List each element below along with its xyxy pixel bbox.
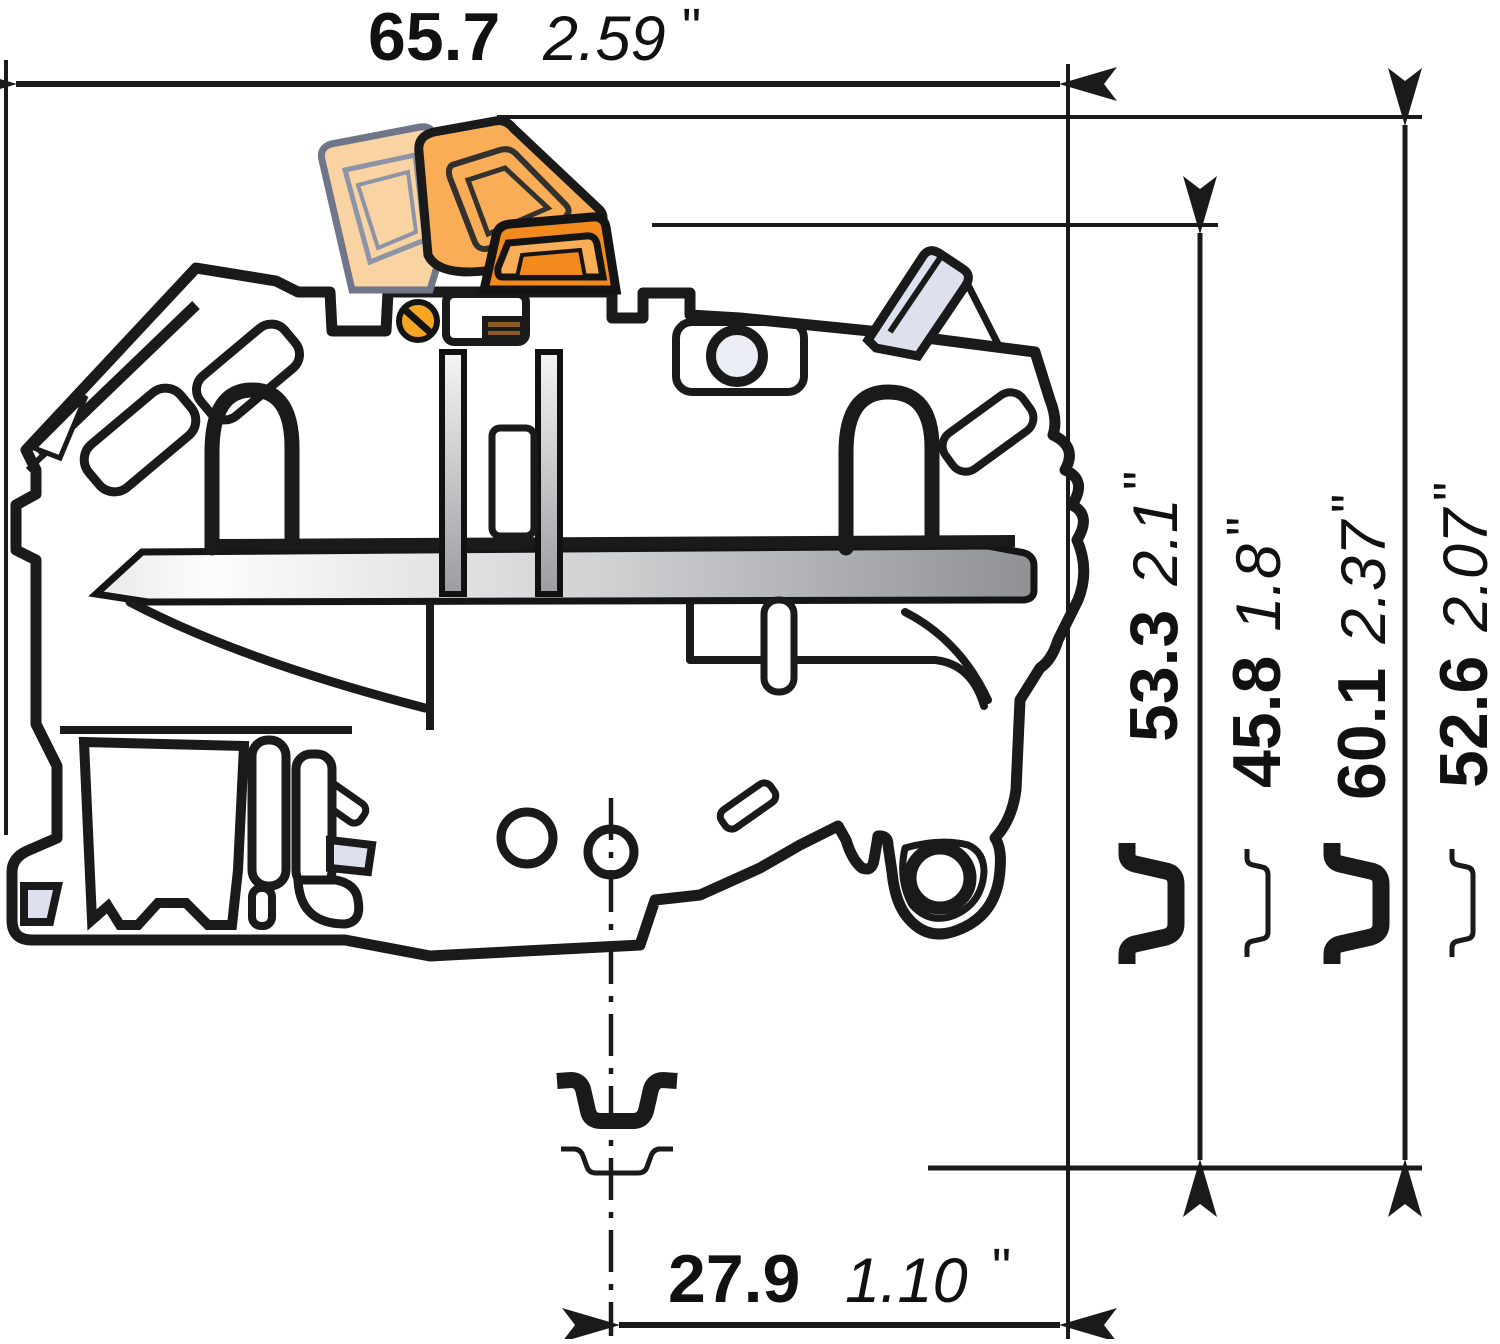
dim-height-53-3: 53.32.1": [1113, 471, 1192, 742]
lower-slot-right: [760, 596, 798, 696]
spring-clamp-left: [204, 382, 300, 556]
foot-hook-tip: [326, 835, 377, 877]
foot-wedge: [20, 882, 63, 926]
fuse-lever-assembly: [317, 116, 622, 295]
foot-slot: [247, 735, 291, 891]
right-clamp-window: [938, 388, 1038, 476]
spring-clamp-right: [838, 384, 940, 556]
dim-height-52-6: 52.62.07": [1423, 482, 1500, 788]
center-pocket: [488, 424, 538, 540]
foot-slot-small: [248, 884, 276, 930]
dim-width-unit: ": [682, 0, 701, 58]
left-slope-notch: [29, 394, 89, 462]
test-socket: [482, 316, 526, 340]
upper-circle-detail: [706, 325, 768, 387]
extension-lines-behind: [4, 60, 1070, 1339]
dim-offset-mm: 27.9: [668, 1241, 800, 1317]
fuse-lever-ghost-detail2: [355, 169, 419, 251]
current-bar-spring-band: [217, 535, 1016, 551]
din-rail-cross-section-deep-icon: [556, 1071, 678, 1129]
housing-silhouette: [6, 262, 1090, 962]
fuse-lever-flap-detail2: [464, 165, 553, 238]
current-bar: [88, 542, 1038, 606]
right-chamber-line: [686, 656, 988, 710]
test-socket-contact2: [488, 331, 520, 335]
din-rail-cross-section-shallow-icon: [561, 1146, 673, 1176]
din-rail-shallow-profile-icon: [1244, 849, 1271, 957]
spring-finger-right: [901, 608, 992, 704]
release-tab-rib: [887, 256, 943, 334]
dim-offset-inch: 1.10: [845, 1246, 968, 1316]
dim-width-mm: 65.7: [368, 0, 500, 75]
mounting-ear-hole: [903, 841, 977, 915]
foot-hook-crescent: [293, 875, 364, 929]
terminal-block-body: [6, 246, 1090, 962]
test-socket-contact: [488, 322, 520, 327]
foot-window: [78, 736, 250, 931]
mounting-ear-outline: [899, 838, 988, 922]
clamp-wall-left: [439, 349, 467, 597]
clamp-screw-slot: [401, 306, 435, 337]
slope-window-lower: [79, 383, 201, 497]
fuse-lever-base-ridge: [514, 247, 588, 279]
din-rail-shallow-profile-icon: [1449, 849, 1476, 957]
lower-slant-slot-right: [716, 779, 780, 833]
dim-height-60-1: 60.12.37": [1321, 494, 1400, 800]
release-tab-edge: [964, 283, 1004, 350]
din-rail-deep-profile-icon: [1323, 843, 1390, 964]
clamp-wall-right: [535, 349, 563, 597]
upper-pocket: [672, 318, 808, 396]
spring-finger-left: [125, 597, 430, 713]
dim-width-inch: 2.59: [542, 4, 666, 74]
lower-circle-left: [496, 807, 558, 869]
din-rail-deep-profile-icon: [1118, 843, 1185, 964]
dim-height-45-8: 45.81.8": [1216, 517, 1295, 788]
dim-offset-unit: ": [992, 1238, 1011, 1298]
